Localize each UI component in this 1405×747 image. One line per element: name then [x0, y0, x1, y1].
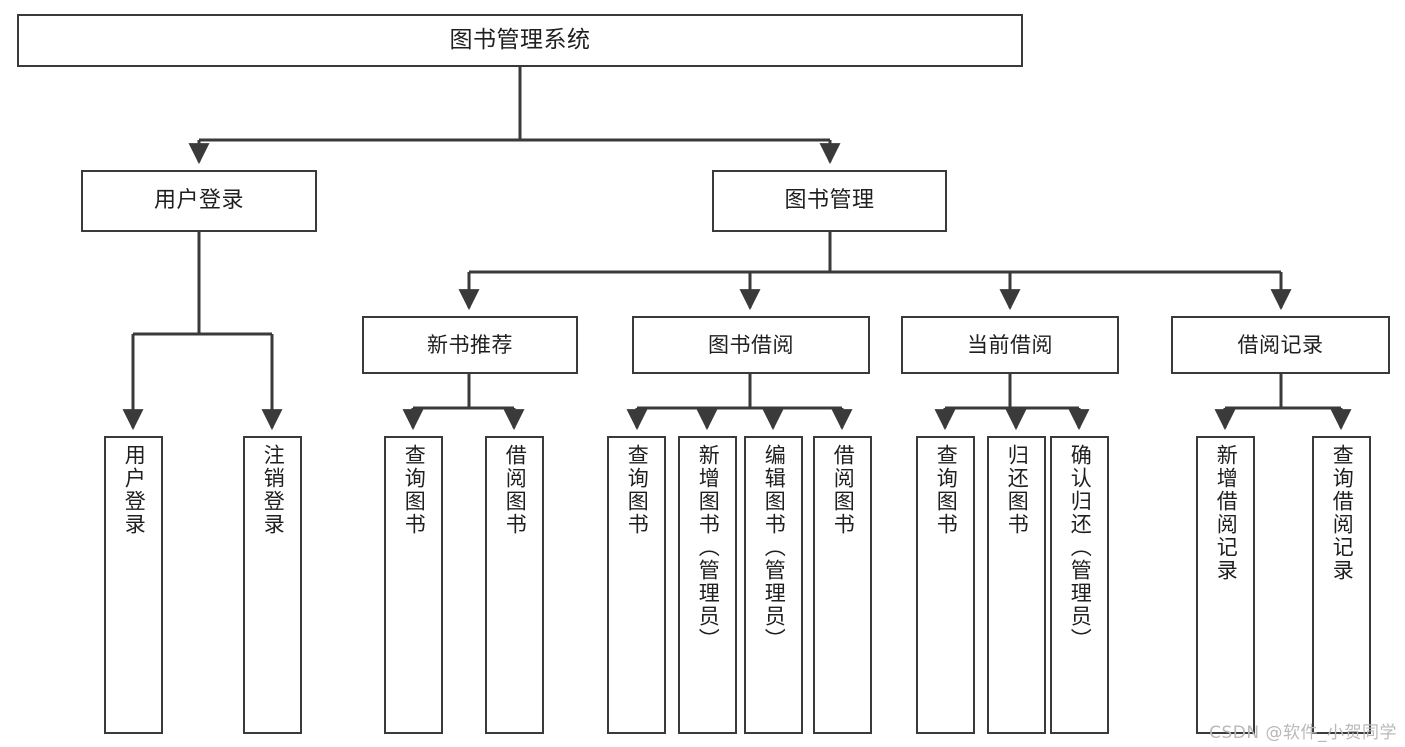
- leaf-book-borrow-query[interactable]: 查询图书: [607, 436, 666, 734]
- node-root[interactable]: 图书管理系统: [17, 14, 1023, 67]
- leaf-borrow-record-query[interactable]: 查询借阅记录: [1312, 436, 1371, 734]
- watermark: CSDN @软件_小贺同学: [1209, 723, 1397, 743]
- leaf-label: 归还图书: [1005, 444, 1030, 536]
- leaf-current-borrow-query[interactable]: 查询图书: [916, 436, 975, 734]
- leaf-label: 确认归还（管理员）: [1068, 444, 1093, 651]
- leaf-current-borrow-return[interactable]: 归还图书: [987, 436, 1046, 734]
- leaf-label: 借阅图书: [503, 444, 528, 536]
- leaf-borrow-record-add[interactable]: 新增借阅记录: [1196, 436, 1255, 734]
- leaf-label: 查询借阅记录: [1330, 444, 1355, 582]
- leaf-new-book-query[interactable]: 查询图书: [384, 436, 443, 734]
- node-book-borrow[interactable]: 图书借阅: [632, 316, 870, 374]
- leaf-book-borrow-borrow[interactable]: 借阅图书: [813, 436, 872, 734]
- node-book-management[interactable]: 图书管理: [712, 170, 947, 232]
- node-new-book-recommend-label: 新书推荐: [427, 332, 513, 357]
- leaf-current-borrow-confirm-return[interactable]: 确认归还（管理员）: [1050, 436, 1109, 734]
- node-current-borrow-label: 当前借阅: [967, 332, 1053, 357]
- node-borrow-record[interactable]: 借阅记录: [1171, 316, 1390, 374]
- leaf-label: 查询图书: [625, 444, 650, 536]
- leaf-label: 用户登录: [122, 444, 147, 536]
- node-new-book-recommend[interactable]: 新书推荐: [362, 316, 578, 374]
- node-borrow-record-label: 借阅记录: [1237, 332, 1324, 357]
- leaf-label: 查询图书: [402, 444, 427, 536]
- leaf-user-login-logout[interactable]: 注销登录: [243, 436, 302, 734]
- leaf-new-book-borrow[interactable]: 借阅图书: [485, 436, 544, 734]
- leaf-label: 注销登录: [261, 444, 286, 536]
- leaf-book-borrow-add[interactable]: 新增图书（管理员）: [678, 436, 737, 734]
- leaf-label: 借阅图书: [831, 444, 856, 536]
- leaf-label: 查询图书: [934, 444, 959, 536]
- node-root-label: 图书管理系统: [449, 27, 591, 54]
- node-book-borrow-label: 图书借阅: [708, 332, 794, 357]
- leaf-user-login-login[interactable]: 用户登录: [104, 436, 163, 734]
- node-user-login-label: 用户登录: [153, 188, 244, 214]
- leaf-book-borrow-edit[interactable]: 编辑图书（管理员）: [744, 436, 803, 734]
- node-current-borrow[interactable]: 当前借阅: [901, 316, 1119, 374]
- leaf-label: 新增图书（管理员）: [696, 444, 721, 651]
- node-user-login[interactable]: 用户登录: [81, 170, 317, 232]
- node-book-management-label: 图书管理: [784, 188, 875, 214]
- leaf-label: 编辑图书（管理员）: [762, 444, 787, 651]
- leaf-label: 新增借阅记录: [1214, 444, 1239, 582]
